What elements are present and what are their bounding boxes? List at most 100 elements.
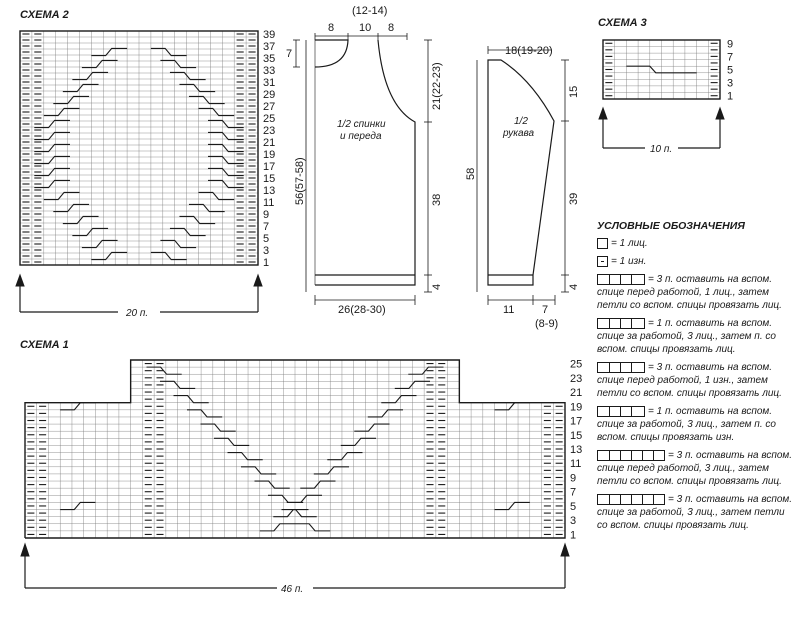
body-bottom-width: 26(28-30) [338,304,386,316]
scheme2-cable-mark [34,119,70,129]
scheme1-row-label: 25 [570,359,582,371]
scheme1-cable-mark [227,452,263,461]
scheme1-cable-mark [160,380,196,390]
scheme1-row-label: 5 [570,501,576,513]
scheme1-cable-mark [187,409,223,418]
scheme2-row-label: 25 [263,113,275,125]
legend-item-cable-4: = 1 п. оставить на вспом. спице за работ… [597,405,797,444]
body-side-height: 38 [431,194,443,206]
scheme2-cable-mark [188,95,225,105]
legend-item-knit: = 1 лиц. [597,237,797,250]
legend-item-cable-5: = 3 п. оставить на вспом. спице перед ра… [597,449,797,488]
scheme2-cable-mark [198,107,235,117]
sleeve-pattern-dimension-lines [476,46,569,305]
scheme2-cable-mark [34,167,70,177]
scheme1-cable-mark [408,366,444,375]
legend-item-cable-6: = 3 п. оставить на вспом. спице за работ… [597,493,797,532]
scheme2-row-label: 31 [263,77,275,89]
scheme1-cable-mark [173,395,209,404]
legend-text-8: = 3 п. оставить на вспом. спице за работ… [597,494,793,531]
scheme2-cable-mark [188,203,225,213]
scheme1-cable-mark [214,437,250,446]
scheme1-row-label: 11 [570,458,581,470]
scheme2-cable-mark [150,47,187,57]
scheme2-row-label: 19 [263,149,275,161]
scheme1-cable-mark [300,480,336,489]
scheme2-cable-mark [62,83,99,93]
scheme2-cable-mark [179,215,216,225]
legend-text-6: = 1 п. оставить на вспом. спице за работ… [597,406,776,443]
scheme2-row-label: 5 [263,233,269,245]
sleeve-bottom-b-sizes: (8-9) [535,318,558,330]
scheme1-cable-mark [241,466,277,475]
scheme3-row-label: 1 [727,91,733,103]
body-top-middle: 10 [359,22,371,34]
scheme2-row-label: 27 [263,101,275,113]
scheme1-row-label: 1 [570,529,576,541]
scheme2-cable-mark [81,239,118,249]
scheme2-cable-mark [34,155,70,165]
scheme2-cable-mark [81,59,118,69]
body-top-left: 8 [328,22,334,34]
scheme2-row-label: 21 [263,137,275,149]
scheme3-title: СХЕМА 3 [598,17,647,29]
legend-title: УСЛОВНЫЕ ОБОЗНАЧЕНИЯ [597,220,745,232]
scheme1-row-label: 19 [570,401,582,413]
body-pattern-dimension-lines [293,33,432,305]
scheme2-cable-mark [34,131,70,141]
scheme2-row-label: 1 [263,257,269,269]
body-caption-1: 1/2 спинки [337,119,386,130]
scheme1-cable-mark [60,501,96,511]
scheme2-row-label: 39 [263,29,275,41]
scheme2-cable-mark [179,83,216,93]
scheme2-cable-mark [72,227,109,237]
scheme2-row-label: 37 [263,41,275,53]
scheme3-cable-mark [626,65,697,74]
scheme2-cable-mark [43,191,80,201]
cable-right-icon [597,317,645,329]
scheme2-cable-mark [34,179,70,189]
legend-text-1: = 1 лиц. [611,238,648,249]
scheme1-cable-mark [494,501,530,511]
scheme2-row-label: 33 [263,65,275,77]
scheme2-cable-mark [34,143,70,153]
legend-item-cable-3: = 3 п. оставить на вспом. спице перед ра… [597,361,797,400]
scheme2-cable-mark [160,59,197,69]
scheme2-cable-mark [169,227,206,237]
legend-text-5: = 3 п. оставить на вспом. спице перед ра… [597,362,782,399]
scheme2-cable-mark [160,239,197,249]
scheme2-row-label: 29 [263,89,275,101]
scheme2-row-label: 11 [263,197,274,209]
cable-six-left-icon [597,449,665,461]
scheme1-row-label: 15 [570,430,582,442]
scheme1-cable-mark [259,523,295,532]
scheme1-cable-mark [273,508,309,518]
scheme2-cable-mark [208,143,244,153]
scheme2-cable-mark [91,251,128,261]
scheme1-cable-mark [340,437,376,446]
cable-six-right-icon [597,493,665,505]
sleeve-cap-height: 15 [568,86,580,98]
scheme1-cable-mark [313,466,349,475]
scheme1-cable-mark [281,508,317,518]
cable-left-icon [597,273,645,285]
legend-text-2: = 1 изн. [611,256,647,267]
scheme2-width-label: 20 п. [125,308,148,319]
sleeve-side-height: 39 [568,193,580,205]
scheme2-cable-mark [150,251,187,261]
scheme2-row-label: 17 [263,161,275,173]
scheme3-row-label: 5 [727,65,733,77]
sleeve-bottom-a: 11 [503,304,514,316]
scheme1-row-label: 23 [570,373,582,385]
sleeve-caption-1: 1/2 [514,116,528,127]
scheme1-cable-mark [354,423,390,432]
scheme2-cable-mark [91,47,128,57]
scheme1-cable-mark [60,402,96,411]
scheme2-cable-mark [208,167,244,177]
cable-right-purl-icon [597,405,645,417]
scheme1-row-label: 21 [570,387,582,399]
body-shoulder-height: 21(22-23) [431,62,443,110]
scheme1-cable-mark [295,523,331,532]
body-top-right: 8 [388,22,394,34]
